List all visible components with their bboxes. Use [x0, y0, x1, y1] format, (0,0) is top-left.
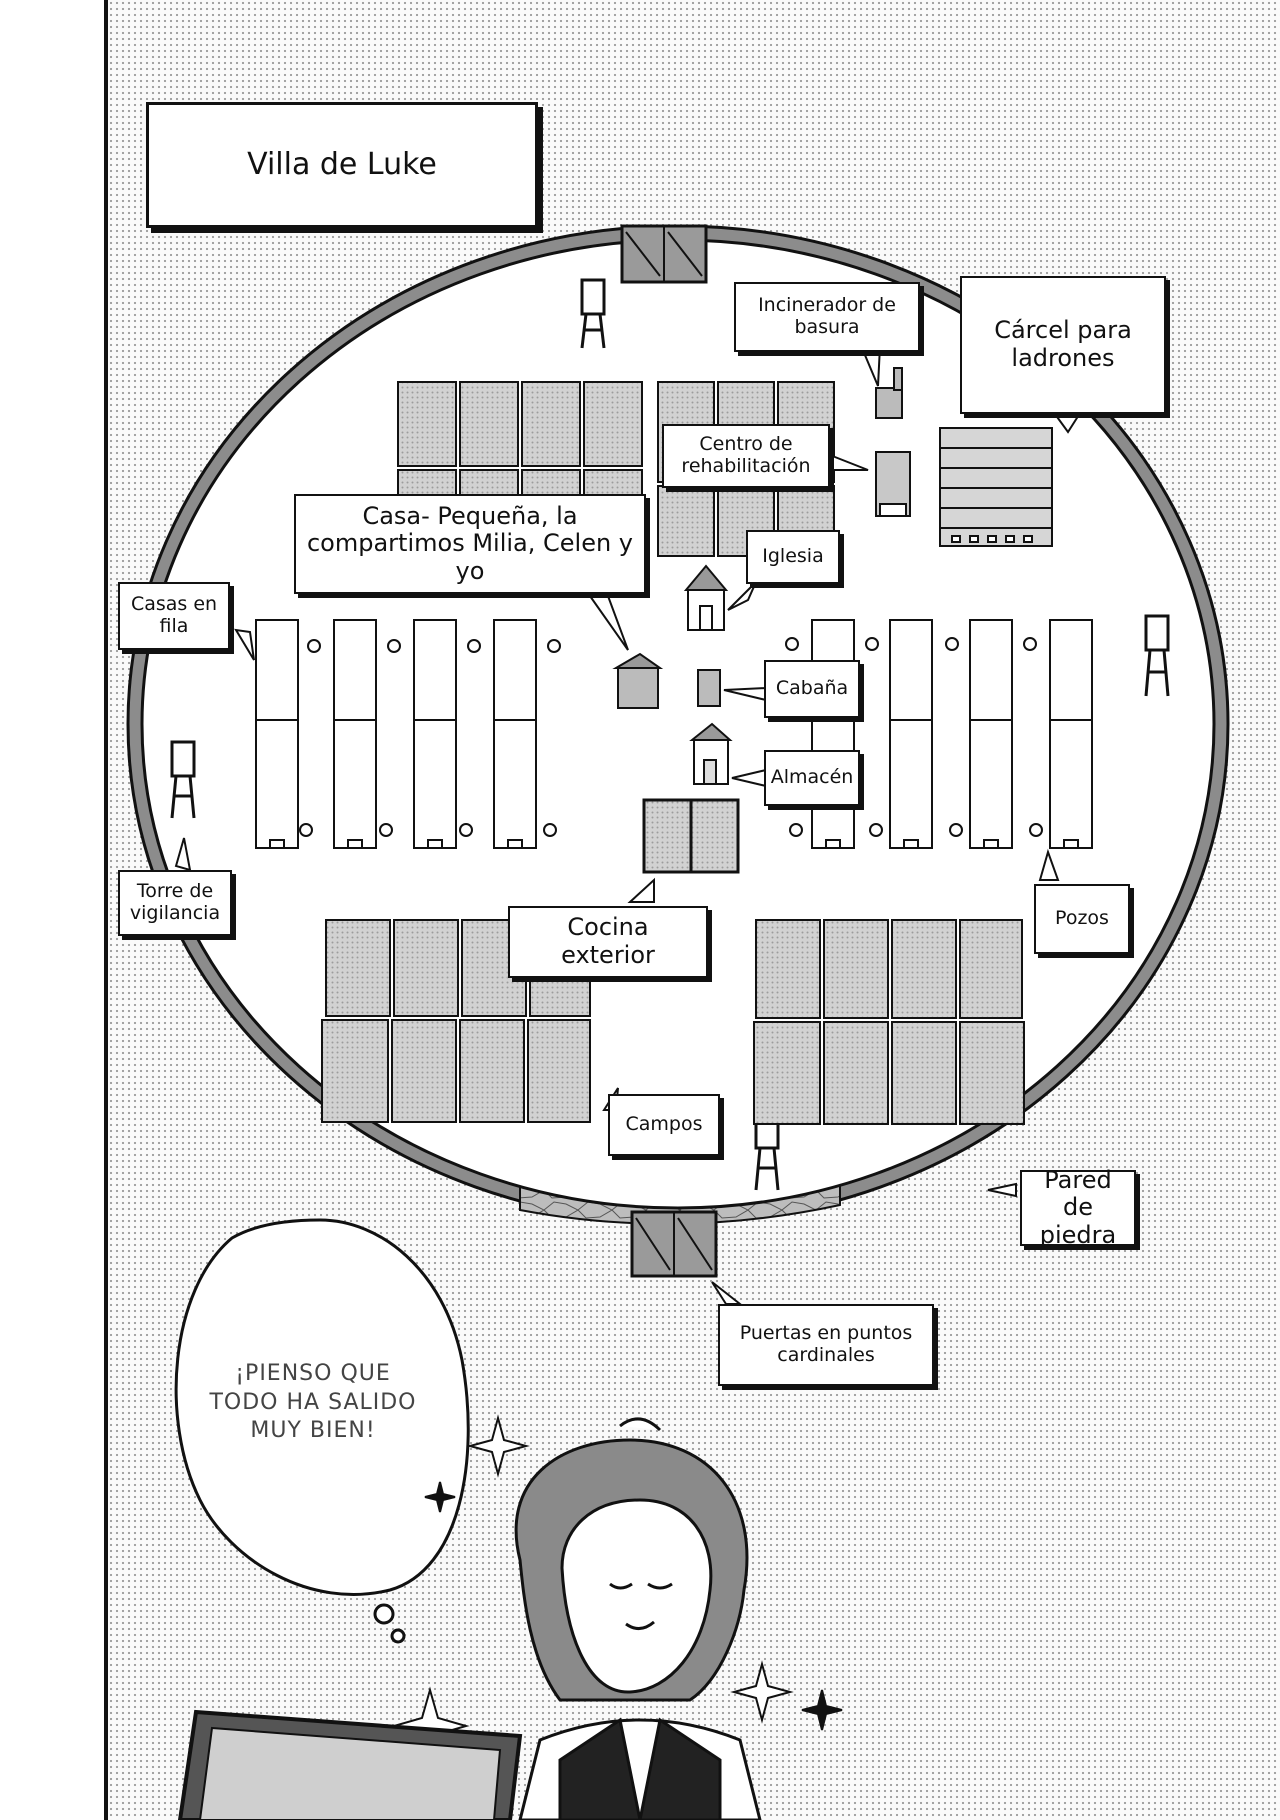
watch-tower-north: [580, 278, 606, 349]
outdoor-kitchen: [642, 798, 740, 874]
label-incinerador: Incinerador de basura: [734, 282, 920, 352]
left-gutter: [0, 0, 104, 1820]
label-rehabilitacion: Centro de rehabilitación: [662, 424, 830, 488]
label-puertas: Puertas en puntos cardinales: [718, 1304, 934, 1386]
incinerator: [875, 367, 903, 419]
jail-building: [939, 427, 1053, 547]
label-almacen: Almacén: [764, 750, 860, 806]
north-gate: [620, 224, 708, 284]
label-campos: Campos: [608, 1094, 720, 1156]
tablet: [177, 1709, 523, 1820]
thought-bubble: [174, 1218, 470, 1644]
south-gate: [630, 1210, 718, 1278]
thought-text: ¡PIENSO QUE TODO HA SALIDO MUY BIEN!: [209, 1361, 417, 1444]
small-house: [612, 652, 664, 709]
row-houses-west: [255, 619, 537, 849]
rehabilitation-center: [875, 451, 911, 517]
label-pozos: Pozos: [1034, 884, 1130, 954]
watch-tower-west: [170, 740, 196, 819]
label-pared: Pared de piedra: [1020, 1166, 1136, 1249]
label-casa-pequena: Casa- Pequeña, la compartimos Milia, Cel…: [294, 494, 646, 594]
fields-south: [321, 919, 1025, 1125]
label-iglesia: Iglesia: [746, 530, 840, 584]
character-figure: [514, 1417, 762, 1820]
wells: [299, 637, 1043, 837]
row-houses-east: [811, 619, 1093, 849]
church: [683, 564, 729, 631]
label-casas-fila: Casas en fila: [118, 582, 230, 650]
watch-tower-east: [1144, 614, 1170, 697]
fields-north: [397, 381, 835, 557]
label-cabana: Cabaña: [764, 660, 860, 718]
panel-border: [104, 0, 108, 1820]
cabin: [697, 669, 721, 707]
label-carcel: Cárcel para ladrones: [960, 276, 1166, 414]
page-title: Villa de Luke: [146, 102, 538, 228]
storehouse: [689, 722, 733, 785]
label-cocina: Cocina exterior: [508, 906, 708, 978]
label-torre: Torre de vigilancia: [118, 870, 232, 936]
